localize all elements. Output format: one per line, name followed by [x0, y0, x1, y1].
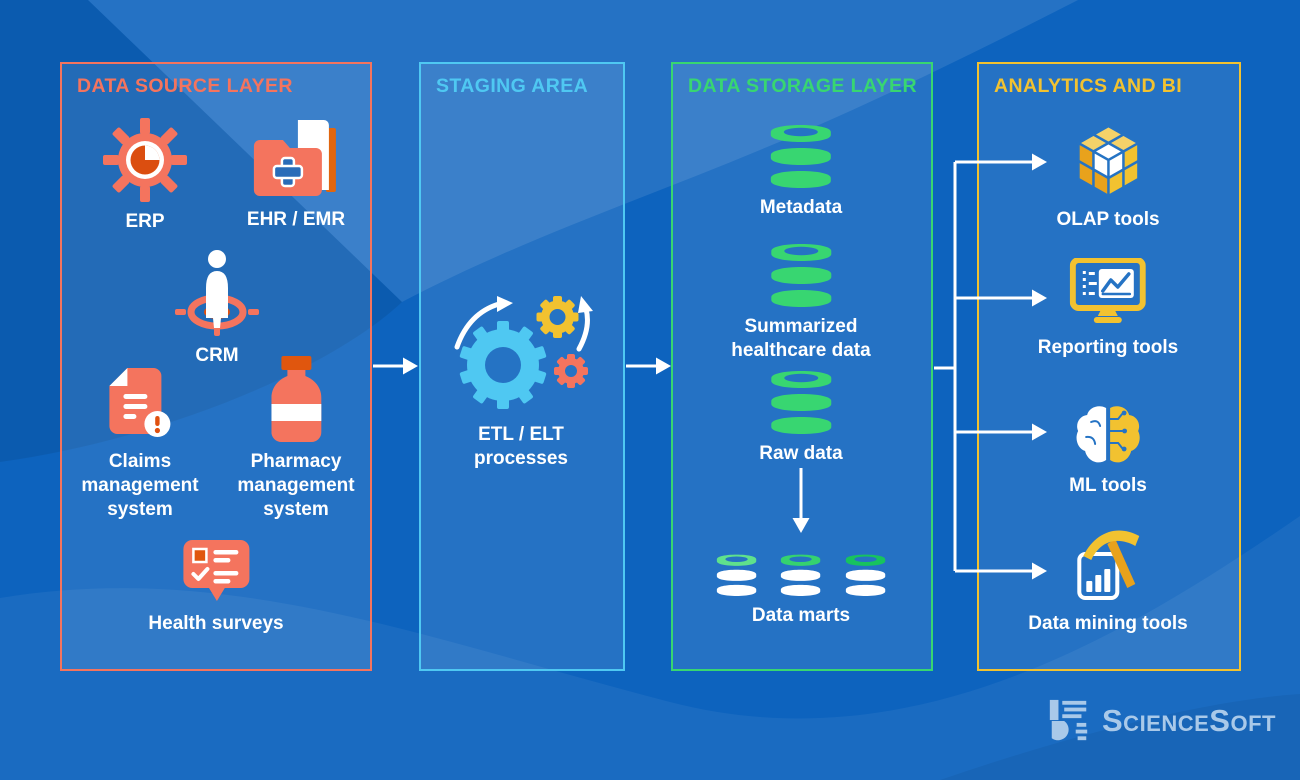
node-label: Data marts — [751, 605, 851, 626]
node-erp: ERP — [103, 118, 187, 234]
node-label: Summarized healthcare data — [731, 316, 871, 361]
node-label: OLAP tools — [1056, 209, 1160, 230]
olap-cube-icon — [1075, 124, 1141, 198]
node-metadata: Metadata — [760, 124, 842, 220]
survey-checklist-icon — [183, 540, 249, 601]
database-icon — [770, 371, 831, 434]
node-claims-management: Claims management system — [81, 366, 199, 522]
report-monitor-icon — [1069, 258, 1146, 323]
database-icon-small — [781, 554, 821, 596]
node-label: ML tools — [1069, 475, 1147, 496]
gear-pie-chart-icon — [103, 118, 187, 202]
database-icon — [770, 125, 831, 188]
database-icon-small — [845, 554, 886, 596]
node-reporting-tools: Reporting tools — [1038, 258, 1178, 360]
node-label: Reporting tools — [1037, 337, 1179, 358]
node-label: Raw data — [759, 443, 843, 464]
node-label: Claims management system — [81, 451, 199, 520]
node-ml-tools: ML tools — [1069, 404, 1147, 498]
panel-title: DATA STORAGE LAYER — [688, 75, 917, 97]
database-icon-small — [716, 554, 757, 596]
node-label: Metadata — [759, 197, 843, 218]
brain-circuit-icon — [1076, 406, 1140, 463]
node-label: Pharmacy management system — [237, 451, 355, 520]
node-label: CRM — [195, 345, 239, 366]
sciencesoft-logo-icon — [1049, 699, 1088, 741]
node-pharmacy-management: Pharmacy management system — [237, 356, 355, 522]
node-data-mining-tools: Data mining tools — [1028, 526, 1188, 636]
node-olap-tools: OLAP tools — [1056, 122, 1160, 232]
node-raw-data: Raw data — [759, 370, 843, 466]
process-gears-icon — [454, 296, 593, 409]
medical-folder-icon — [254, 120, 336, 196]
node-health-surveys: Health surveys — [148, 538, 284, 636]
panel-title: ANALYTICS AND BI — [994, 75, 1183, 97]
pickaxe-chart-icon — [1077, 530, 1139, 600]
node-ehr-emr: EHR / EMR — [247, 120, 345, 232]
database-icon — [771, 244, 831, 307]
node-label: ERP — [125, 211, 165, 232]
node-label: Health surveys — [148, 613, 284, 634]
node-crm: CRM — [175, 248, 259, 368]
claims-document-icon — [108, 368, 170, 437]
panel-title: STAGING AREA — [436, 75, 589, 97]
customer-target-icon — [175, 250, 259, 336]
medicine-bottle-icon — [270, 356, 321, 442]
node-summarized-data: Summarized healthcare data — [731, 243, 871, 363]
panel-title: DATA SOURCE LAYER — [77, 75, 293, 97]
node-label: Data mining tools — [1028, 613, 1188, 634]
logo-text: ScienceSoft — [1102, 703, 1276, 738]
node-etl-elt: ETL / ELT processes — [449, 283, 593, 471]
node-label: EHR / EMR — [246, 209, 346, 230]
sciencesoft-logo: ScienceSoft — [1046, 698, 1276, 744]
node-label: ETL / ELT processes — [473, 424, 568, 469]
node-data-marts: Data marts — [707, 554, 896, 628]
